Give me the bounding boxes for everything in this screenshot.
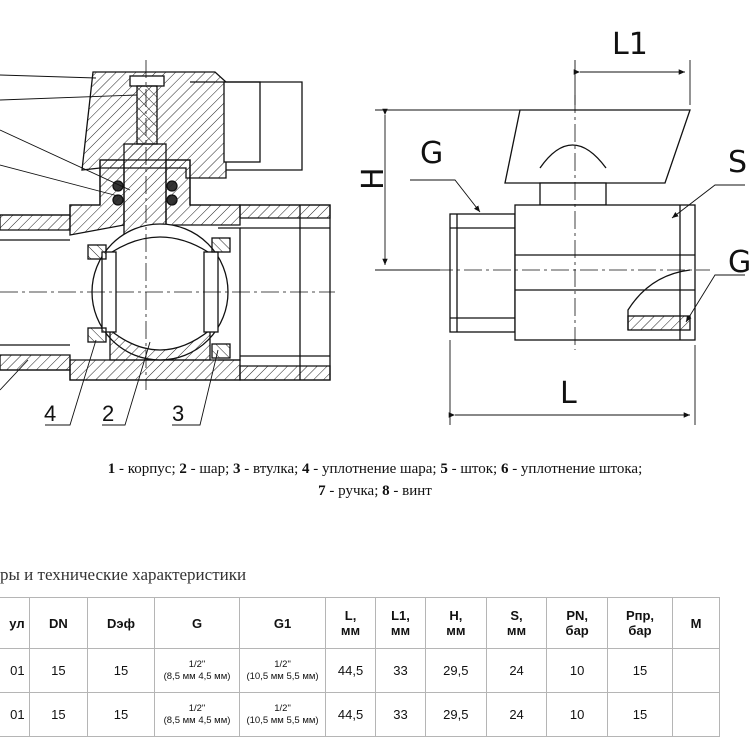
table-cell: 1/2"(10,5 мм 5,5 мм) [239,692,326,737]
side-view [375,60,745,425]
specs-header-cell: DN [28,597,89,649]
lever [504,109,691,184]
specs-header-cell: G1 [239,597,326,649]
callout-3: 3 [172,401,184,426]
handle-window [223,81,261,163]
table-cell: 24 [485,648,548,693]
specs-header-cell: Dэф [87,597,155,649]
table-cell: 44,5 [324,692,377,737]
bushing [218,227,241,361]
table-cell: 15 [607,648,673,693]
table-cell: 15 [87,692,155,737]
specs-header-cell: L1,мм [375,597,426,649]
specs-header-cell: S,мм [485,597,548,649]
table-cell: 15 [28,648,89,693]
table-cell: 10 [546,648,609,693]
table-cell: 1/2"(8,5 мм 4,5 мм) [153,692,241,737]
specs-header-cell: G [153,597,241,649]
dim-L: L [560,376,577,411]
callout-2: 2 [102,401,114,426]
table-cell: 15 [28,692,89,737]
table-cell: 33 [375,692,426,737]
dim-S: S [728,145,747,180]
dim-L1: L1 [612,27,648,62]
table-cell: 29,5 [424,692,487,737]
table-cell: 01 [0,648,30,693]
callout-4: 4 [44,401,56,426]
table-cell [671,692,721,737]
specs-header-cell: H,мм [424,597,487,649]
table-cell: 15 [87,648,155,693]
technical-drawings: 4 2 3 [0,27,750,426]
section-view [0,60,335,426]
table-cell: 1/2"(10,5 мм 5,5 мм) [239,648,326,693]
table-cell: 1/2"(8,5 мм 4,5 мм) [153,648,241,693]
specs-header-cell: M [671,597,721,649]
screw [129,75,165,87]
table-cell: 24 [485,692,548,737]
table-cell [671,648,721,693]
dim-G1: G [728,245,750,280]
table-cell: 01 [0,692,30,737]
dim-H: H [356,167,391,190]
ball-seal [87,244,107,260]
legend-line-1: 1 - корпус; 2 - шар; 3 - втулка; 4 - упл… [107,461,643,477]
parts-legend: 1 - корпус; 2 - шар; 3 - втулка; 4 - упл… [0,458,750,502]
legend-line-2: 7 - ручка; 8 - винт [318,483,432,499]
specs-title: ры и технические характеристики [0,565,247,584]
specs-header-cell: Pпр,бар [607,597,673,649]
table-cell: 10 [546,692,609,737]
table-cell: 44,5 [324,648,377,693]
table-cell: 15 [607,692,673,737]
specs-header-cell: L,мм [324,597,377,649]
specs-header-cell: PN,бар [546,597,609,649]
table-cell: 33 [375,648,426,693]
table-cell: 29,5 [424,648,487,693]
specs-header-cell: ул [0,597,30,649]
threaded-end [449,213,516,333]
dim-G: G [420,136,443,171]
